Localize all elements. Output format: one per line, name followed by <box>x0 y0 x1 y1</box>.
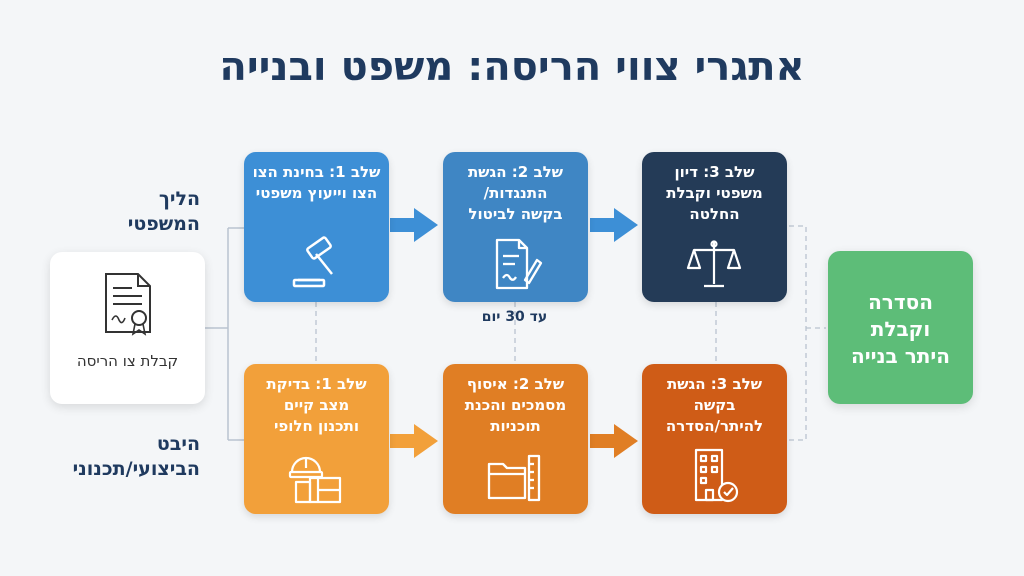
legal-step-3-label: שלב 3: דיון משפטי וקבלת החלטה <box>666 163 763 223</box>
technical-step-3-label: שלב 3: הגשת בקשה להיתר/הסדרה <box>665 375 764 435</box>
row-label-technical: היבט הביצועי/תכנוני <box>72 433 200 480</box>
legal-step-1-label: שלב 1: בחינת הצו הצו וייעוץ משפטי <box>252 163 381 202</box>
building-check-icon <box>694 448 739 503</box>
arrow-technical-2 <box>590 424 638 458</box>
gavel-icon <box>292 236 333 288</box>
arrow-technical-1 <box>390 424 438 458</box>
technical-step-1-label: שלב 1: בדיקת מצב קיים ותכנון חלופי <box>266 375 367 435</box>
legal-step-2-label: שלב 2: הגשת התנגדות/ בקשה לביטול <box>467 163 564 223</box>
end-card: הסדרה וקבלת היתר בנייה <box>828 251 973 404</box>
page-title: אתגרי צווי הריסה: משפט ובנייה <box>219 44 805 90</box>
end-label: הסדרה וקבלת היתר בנייה <box>850 290 951 368</box>
legal-step-3: שלב 3: דיון משפטי וקבלת החלטה <box>642 152 787 302</box>
technical-step-3: שלב 3: הגשת בקשה להיתר/הסדרה <box>642 364 787 514</box>
technical-step-2: שלב 2: איסוף מסמכים והכנת תוכניות <box>443 364 588 514</box>
scales-icon <box>686 240 742 288</box>
certificate-icon <box>105 273 151 336</box>
technical-step-2-label: שלב 2: איסוף מסמכים והכנת תוכניות <box>464 375 567 435</box>
row-label-legal: הליך המשפטי <box>127 188 200 235</box>
arrow-legal-2 <box>590 208 638 242</box>
start-card: קבלת צו הריסה <box>50 252 205 404</box>
folder-ruler-icon <box>487 454 541 502</box>
hardhat-blueprint-icon <box>288 456 342 504</box>
document-pen-icon <box>495 238 543 290</box>
start-label: קבלת צו הריסה <box>76 352 179 370</box>
technical-step-1: שלב 1: בדיקת מצב קיים ותכנון חלופי <box>244 364 389 514</box>
legal-step-2: שלב 2: הגשת התנגדות/ בקשה לביטול <box>443 152 588 302</box>
deadline-note: עד 30 יום <box>481 309 548 325</box>
legal-step-1: שלב 1: בחינת הצו הצו וייעוץ משפטי <box>244 152 389 302</box>
arrow-legal-1 <box>390 208 438 242</box>
